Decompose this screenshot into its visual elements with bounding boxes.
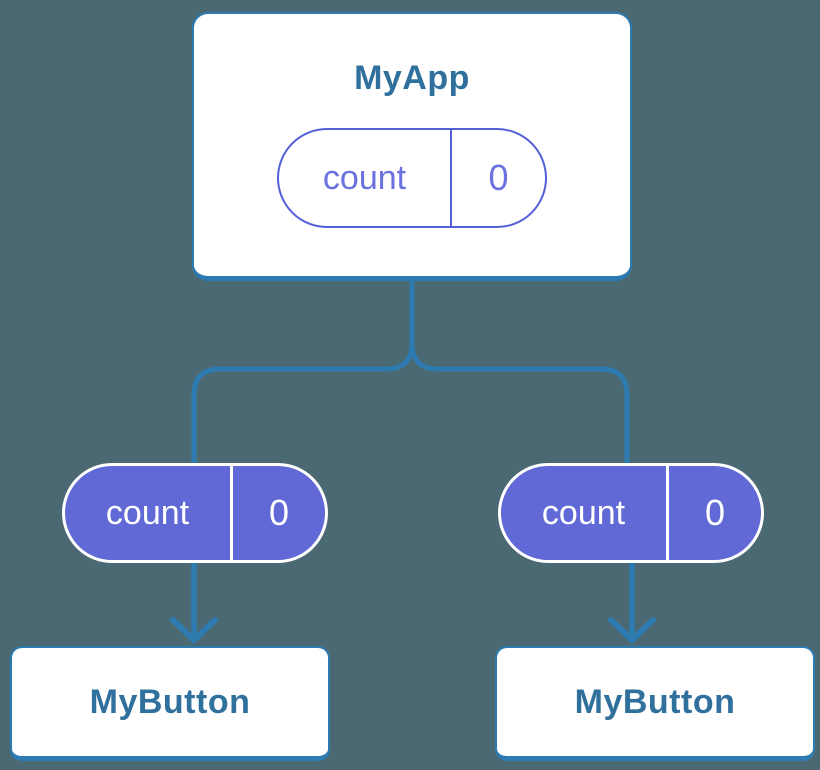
prop-pill-left: count 0 [62, 463, 328, 563]
arrow-right-head [608, 617, 656, 645]
prop-pill-right-label: count [541, 493, 626, 532]
node-mybutton-right-title: MyButton [574, 683, 736, 721]
state-pill-value: 0 [450, 130, 545, 226]
prop-pill-left-label: count [105, 493, 190, 532]
prop-pill-right-value: 0 [666, 466, 761, 560]
state-pill: count 0 [277, 128, 547, 228]
fork-left-line [191, 280, 415, 463]
prop-pill-left-value: 0 [230, 466, 325, 560]
node-mybutton-right: MyButton [495, 646, 815, 761]
node-mybutton-left-title: MyButton [89, 683, 251, 721]
prop-pill-right: count 0 [498, 463, 764, 563]
node-myapp: MyApp count 0 [192, 12, 632, 281]
state-pill-label: count [322, 158, 407, 197]
node-mybutton-left: MyButton [10, 646, 330, 761]
node-myapp-title: MyApp [354, 59, 470, 97]
arrow-left-head [170, 617, 218, 645]
fork-right-line [409, 280, 630, 463]
